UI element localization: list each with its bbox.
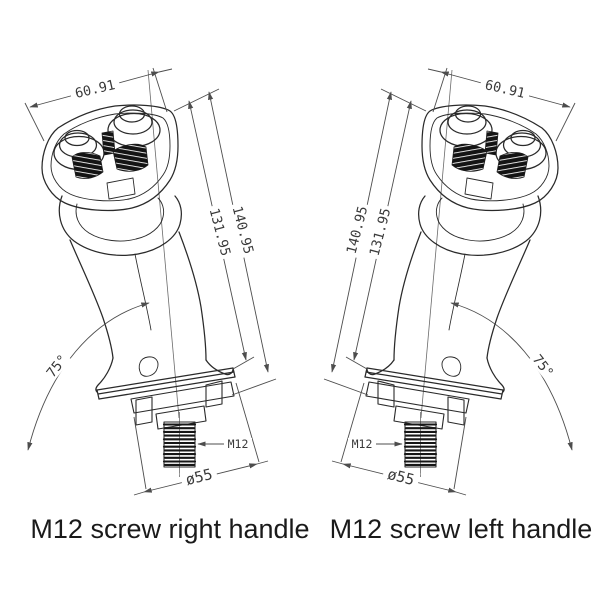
right-handle-drawing [25,68,276,495]
dim-diameter: ø55 [179,464,219,490]
left-handle-caption: M12 screw left handle [330,514,593,544]
dim-length-inner: 131.95 [206,204,234,260]
right-handle-caption: M12 screw right handle [30,514,309,544]
svg-text:M12: M12 [228,437,249,451]
dim-angle: 75° [529,350,558,382]
dim-thread-label: M12 [224,437,252,451]
svg-text:M12: M12 [352,437,373,451]
left-handle-drawing [324,68,575,495]
dim-top-width: 60.91 [69,76,121,102]
dim-length-inner: 131.95 [366,204,395,260]
svg-text:ø55: ø55 [184,465,215,489]
svg-text:131.95: 131.95 [206,207,234,258]
dim-angle: 75° [42,350,71,382]
dim-top-width: 60.91 [479,76,531,102]
dim-thread-label: M12 [348,437,376,451]
svg-text:131.95: 131.95 [367,207,395,258]
svg-text:60.91: 60.91 [74,77,117,102]
svg-text:60.91: 60.91 [483,77,526,102]
svg-text:ø55: ø55 [386,465,417,489]
dim-diameter: ø55 [381,464,421,490]
